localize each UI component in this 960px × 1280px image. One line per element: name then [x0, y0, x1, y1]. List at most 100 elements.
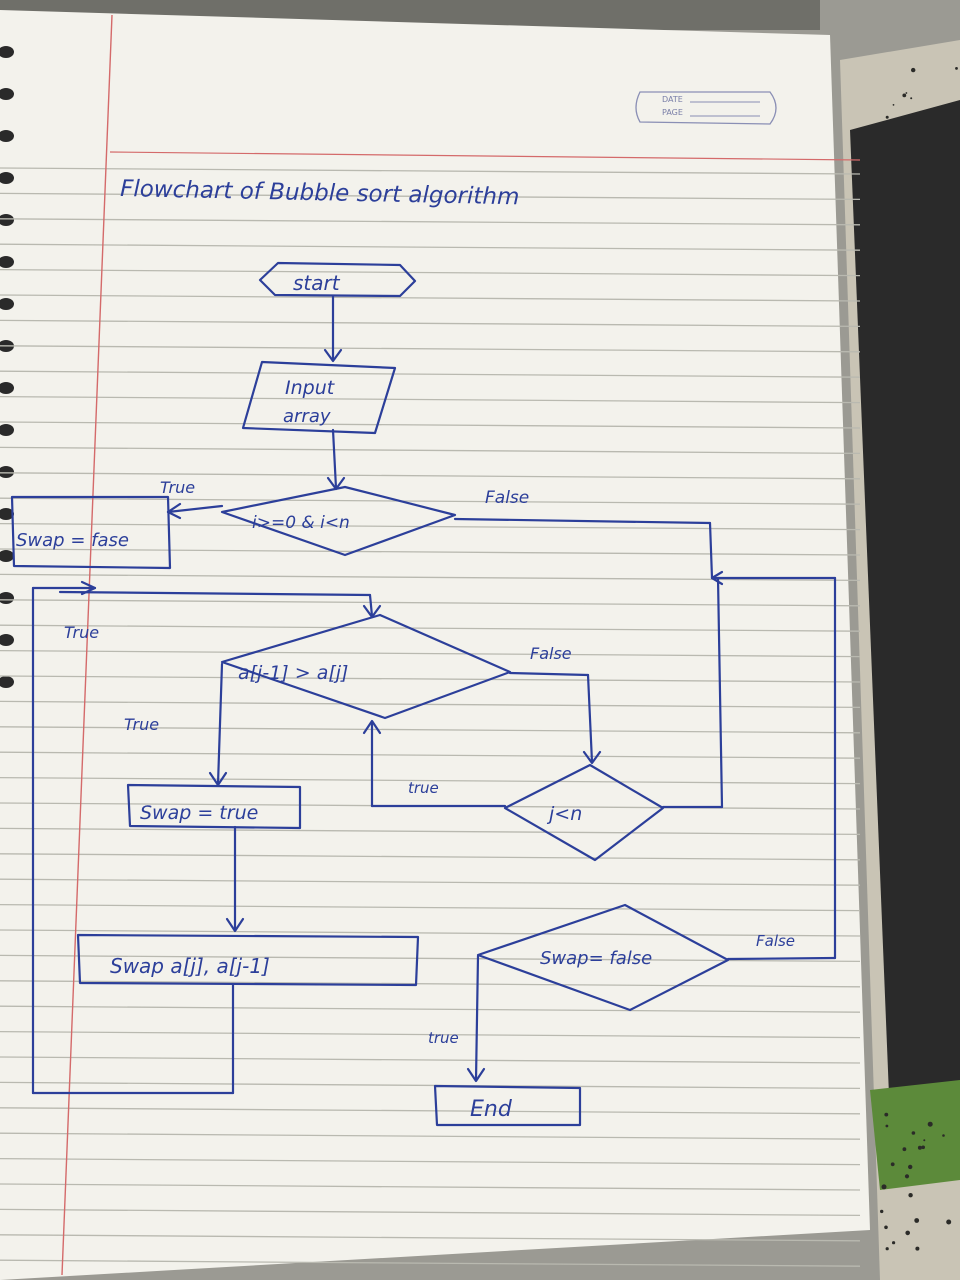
ruled-lines [0, 167, 861, 1267]
ruled-line [0, 1081, 861, 1090]
input-label-line2: array [283, 406, 331, 427]
ruled-line [0, 1157, 861, 1166]
desk-speck [905, 1230, 910, 1236]
swap-check-label: Swap= false [540, 948, 652, 969]
start-terminal [258, 261, 417, 298]
input-parallelogram [241, 360, 397, 435]
edge-to-inner-down [368, 593, 374, 618]
ruled-line [0, 1132, 861, 1140]
desk-speck [902, 93, 907, 98]
desk-speck [911, 67, 916, 73]
ruled-line [0, 218, 861, 226]
arrowhead [710, 570, 724, 586]
desk-speck [884, 1112, 889, 1117]
ruled-line [0, 599, 861, 607]
ruled-line [0, 1005, 861, 1013]
desk-speck [955, 67, 958, 70]
desk-speck [915, 1246, 920, 1251]
arrowhead [323, 348, 343, 363]
ruled-line [0, 649, 861, 658]
edge-check-false [726, 956, 837, 961]
desk-speck [904, 1174, 910, 1179]
ruled-line [0, 903, 861, 912]
swap-true-label: Swap = true [140, 802, 258, 824]
edge-outer-false-down [708, 521, 714, 580]
date-page-stamp: DATE PAGE [635, 91, 777, 125]
desk-speck [892, 104, 895, 106]
edge-input-condition [331, 428, 338, 490]
desk-speck [921, 1145, 925, 1150]
spiral-hole [0, 550, 14, 562]
ruled-line [0, 167, 861, 175]
inner-true-label: True [124, 715, 159, 734]
dark-book-cover [850, 100, 960, 1120]
ruled-line [0, 675, 861, 683]
ruled-line [0, 573, 861, 582]
spiral-hole [0, 508, 14, 520]
desk-speck [946, 1219, 952, 1225]
spiral-hole [0, 424, 14, 436]
ruled-line [0, 370, 861, 378]
outer-false-label: False [485, 488, 529, 508]
spiral-hole [0, 634, 14, 646]
spiral-hole [0, 466, 14, 478]
desk-speck [905, 92, 908, 94]
ruled-line [0, 853, 861, 861]
ruled-line [0, 268, 861, 277]
desk-speck [908, 1164, 913, 1170]
spiral-hole [0, 172, 14, 184]
desk-speck [911, 1131, 916, 1135]
check-true-label: true [428, 1029, 459, 1047]
arrowhead [225, 917, 245, 933]
desk-speck [884, 1225, 888, 1230]
outer-true-label: True [160, 478, 195, 497]
edge-check-true [474, 954, 480, 1082]
ruled-line [0, 726, 861, 734]
spiral-hole [0, 298, 14, 310]
edge-inner-false-down [586, 673, 594, 764]
inner-false-label: False [530, 644, 572, 663]
ruled-line [0, 446, 861, 455]
spiral-hole [0, 46, 14, 58]
ruled-line [0, 1183, 861, 1191]
desk-speck [885, 1247, 889, 1251]
spiral-hole [0, 592, 14, 604]
ruled-line [0, 345, 861, 353]
edge-outer-false [453, 517, 712, 525]
ruled-line [0, 548, 861, 556]
ruled-line [0, 243, 861, 251]
ruled-line [0, 751, 861, 759]
desk-speck [917, 1145, 922, 1150]
ruled-line [0, 1234, 861, 1242]
arrowhead [466, 1067, 486, 1083]
ruled-line [0, 1030, 861, 1039]
arrowhead [362, 719, 382, 735]
ruled-line [0, 980, 861, 988]
ruled-line [0, 954, 861, 963]
ruled-line [0, 700, 861, 709]
j-true-label: true [408, 779, 439, 797]
stamp-page-label: PAGE [662, 108, 683, 117]
loop-condition-label: j<n [546, 803, 582, 825]
desk-speck [892, 1241, 896, 1245]
desk-speck [927, 1121, 933, 1127]
desk-speck [880, 1209, 884, 1214]
end-label: End [470, 1097, 513, 1122]
header-rule [109, 151, 861, 161]
ruled-line [0, 878, 861, 886]
ruled-line [0, 1107, 861, 1115]
ruled-line [0, 522, 861, 531]
outer-condition-label: i>=0 & i<n [252, 513, 350, 533]
swap-false-box [10, 495, 172, 570]
desk-speck [881, 1184, 887, 1190]
notebook-page [0, 10, 870, 1280]
end-terminal [433, 1084, 582, 1127]
ruled-line [0, 319, 861, 328]
desk-speck [923, 1139, 926, 1142]
ruled-line [0, 421, 861, 429]
desk-speck [908, 1193, 913, 1198]
arrowhead [582, 750, 602, 765]
ruled-line [0, 1056, 861, 1064]
swap-false-label: Swap = fase [16, 530, 129, 551]
